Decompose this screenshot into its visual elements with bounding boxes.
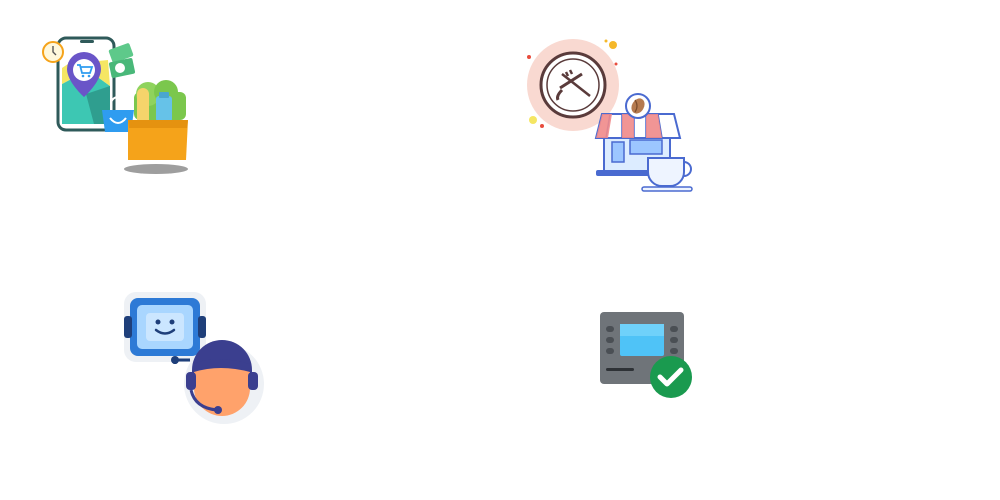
chatbot-customer-support-icon: [120, 288, 270, 434]
online-grocery-delivery-icon: [38, 34, 194, 178]
atm-verified-icon: [596, 308, 696, 402]
cafe-restaurant-icon: [522, 34, 702, 196]
